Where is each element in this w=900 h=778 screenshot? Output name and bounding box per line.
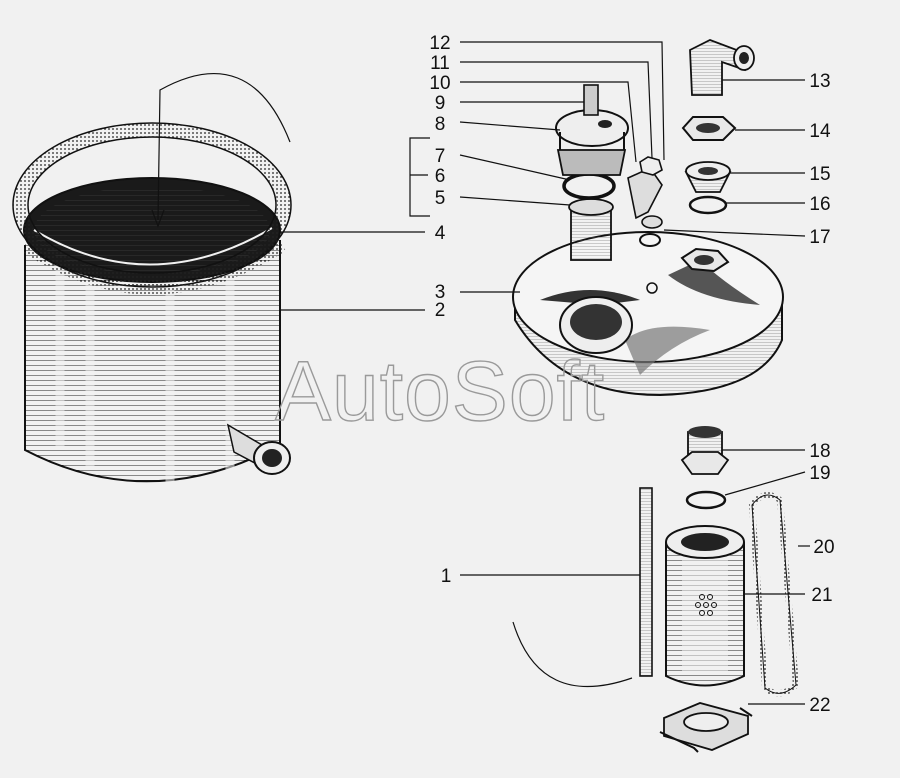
callout-18: 18 <box>809 441 830 462</box>
callout-10: 10 <box>429 73 450 94</box>
cone-washer <box>684 161 732 193</box>
cover-nut <box>646 247 730 294</box>
cover-threaded-port <box>559 296 633 354</box>
callout-4: 4 <box>435 223 446 244</box>
callout-15: 15 <box>809 164 830 185</box>
callout-8: 8 <box>435 114 446 135</box>
callout-19: 19 <box>809 463 830 484</box>
callout-numbers: 1 2 3 4 5 6 7 8 9 10 11 12 13 14 15 16 1… <box>429 33 834 716</box>
callout-16: 16 <box>809 194 830 215</box>
plug-nut <box>680 426 730 510</box>
fitting <box>555 84 629 261</box>
callout-3: 3 <box>435 282 446 303</box>
callout-9: 9 <box>435 93 446 114</box>
callout-2: 2 <box>435 300 446 321</box>
stud-rod <box>512 487 653 688</box>
canister-outlet-pipe <box>226 423 291 475</box>
union-elbow <box>689 39 755 96</box>
callout-11: 11 <box>430 53 450 74</box>
canister-body <box>23 177 281 490</box>
gasket <box>748 492 800 697</box>
nut <box>681 116 737 141</box>
callout-6: 6 <box>435 166 446 187</box>
callout-22: 22 <box>809 695 830 716</box>
callout-7: 7 <box>435 146 446 167</box>
callout-20: 20 <box>813 537 834 558</box>
callout-5: 5 <box>435 188 446 209</box>
canister-rim-ring <box>12 122 292 295</box>
bracket <box>627 156 663 247</box>
callout-1: 1 <box>441 566 452 587</box>
callout-13: 13 <box>809 71 830 92</box>
o-ring <box>688 195 728 215</box>
callout-14: 14 <box>809 121 831 142</box>
assembly-guide-arrow <box>157 73 291 221</box>
callout-17: 17 <box>809 227 830 248</box>
watermark: AutoSoft <box>275 344 605 438</box>
leader-lines <box>280 41 810 705</box>
callout-12: 12 <box>429 33 450 54</box>
filter-bottom-seat <box>659 702 753 753</box>
filter-element <box>665 525 745 687</box>
callout-21: 21 <box>811 585 832 606</box>
